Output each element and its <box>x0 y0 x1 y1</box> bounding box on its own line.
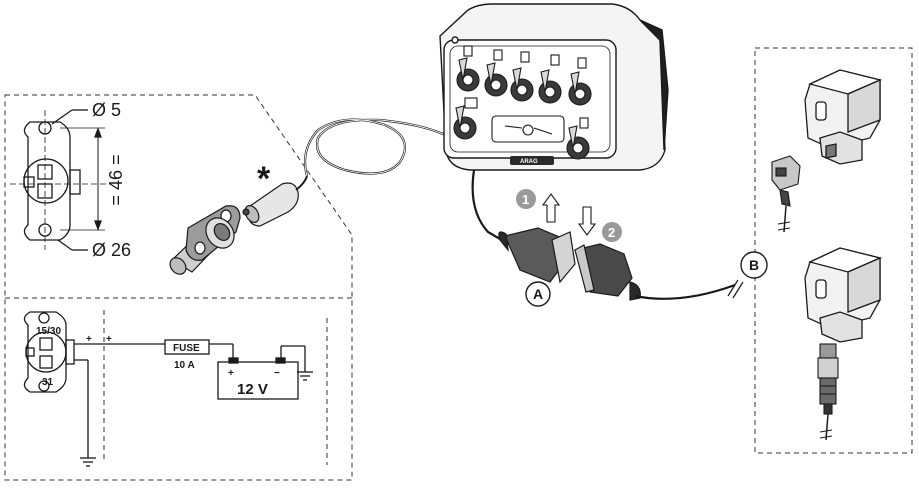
mounting-panel-border <box>4 94 353 481</box>
power-plug-illustration <box>242 175 308 227</box>
battery-voltage-label: 12 V <box>237 381 268 398</box>
step-2-badge <box>602 222 622 242</box>
connector-a-label: A <box>533 286 543 302</box>
valve-panel-border <box>754 47 913 454</box>
hole-diameter-label: Ø 5 <box>92 100 121 120</box>
mounting-flange-drawing <box>10 109 110 251</box>
connector-b-label: B <box>749 257 759 273</box>
step-2-label: 2 <box>608 225 615 240</box>
plus-terminal-1: + <box>86 334 92 345</box>
brand-label: ARAG <box>520 159 538 165</box>
optional-marker: * <box>257 160 271 198</box>
terminal-top-label: 15/30 <box>36 326 61 337</box>
toggle-switch-5 <box>568 57 592 106</box>
power-socket-illustration <box>169 205 241 275</box>
toggle-switch-2 <box>484 49 508 97</box>
cable-break-2 <box>732 281 744 299</box>
fuse-label: FUSE <box>173 343 200 354</box>
step-1-label: 1 <box>522 192 529 207</box>
spacing-dimension-label: = 46 = <box>106 154 126 205</box>
battery-minus-label: − <box>274 368 280 379</box>
power-cable-highlight <box>304 119 471 177</box>
arrow-down-icon <box>577 206 597 236</box>
arrow-up-icon <box>541 193 561 223</box>
valve-actuator-1 <box>804 69 883 165</box>
valve-connector-1 <box>771 155 801 233</box>
brand-plate <box>510 156 554 165</box>
socket-diameter-label: Ø 26 <box>92 240 131 260</box>
connector-b-badge <box>740 251 768 279</box>
connector-a-badge <box>525 281 551 307</box>
rotary-selector <box>491 115 565 143</box>
terminal-bottom-label: 31 <box>42 377 54 388</box>
valve-actuator-2 <box>804 247 883 343</box>
wiring-schematic <box>23 310 328 467</box>
battery-plus-label: + <box>228 368 234 379</box>
toggle-switch-1 <box>456 45 480 92</box>
toggle-switch-main <box>453 97 478 140</box>
step-1-badge <box>516 189 536 209</box>
control-unit-cable <box>471 169 513 247</box>
toggle-switch-4 <box>538 54 562 104</box>
toggle-switches-top <box>453 45 592 160</box>
connect-arrows <box>541 193 597 236</box>
toggle-switch-3 <box>510 51 534 102</box>
fuse-rating-label: 10 A <box>174 360 195 371</box>
connector-a-illustration <box>498 227 641 301</box>
valve-connector-2 <box>817 343 839 441</box>
connector-cable-right <box>634 283 736 300</box>
toggle-switch-right <box>566 117 590 160</box>
cable-break-1 <box>727 279 739 297</box>
plus-terminal-2: + <box>106 334 112 345</box>
